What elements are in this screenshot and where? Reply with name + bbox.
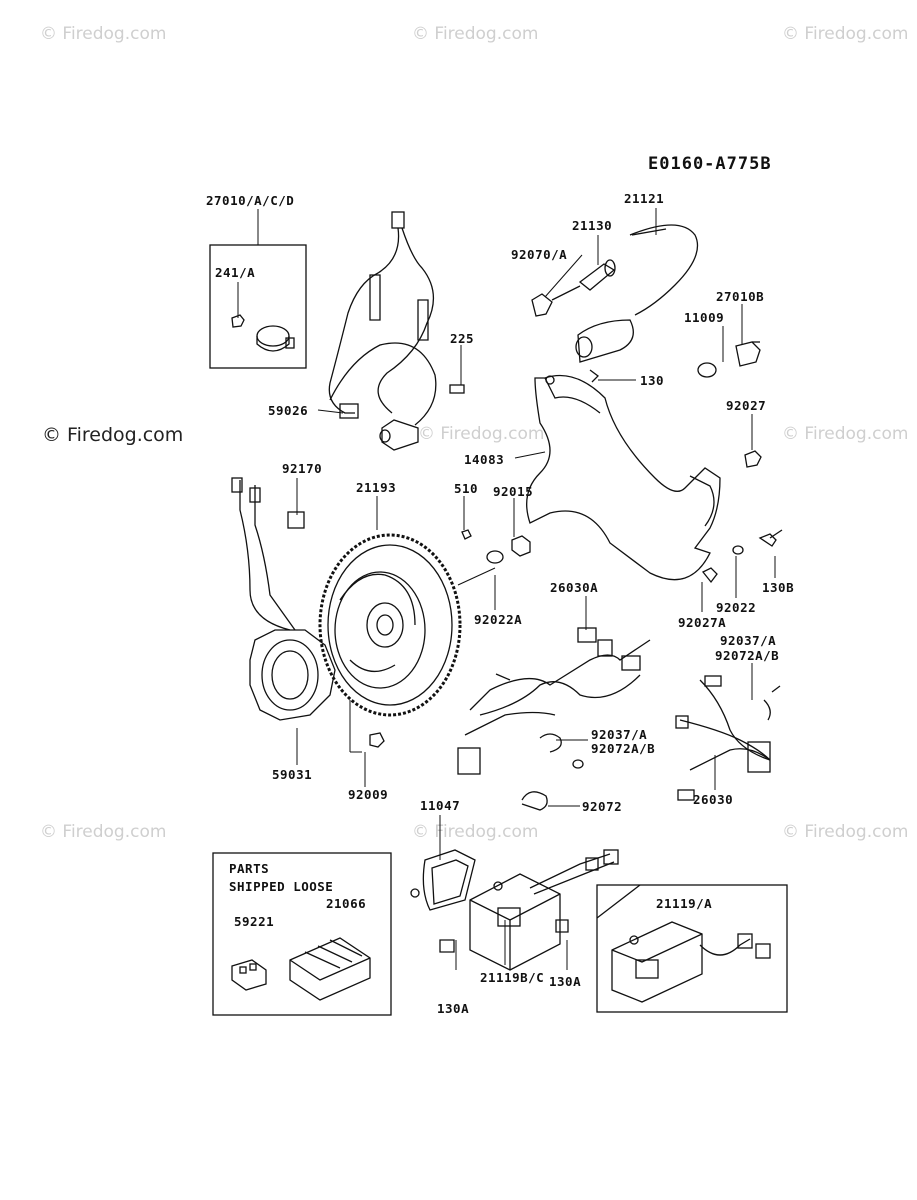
watermark-main: © Firedog.com [42, 424, 184, 446]
switch-part [231, 314, 295, 352]
label-21066: 21066 [326, 896, 367, 911]
label-130a-left: 130A [437, 1001, 470, 1016]
parts-shipped-loose-title: PARTS SHIPPED LOOSE [229, 860, 333, 896]
label-21121: 21121 [624, 191, 665, 206]
label-92070a: 92070/A [511, 247, 568, 262]
parts-shipped-loose-line2: SHIPPED LOOSE [229, 879, 334, 894]
regulator-option [611, 921, 771, 1003]
label-92170: 92170 [282, 461, 323, 476]
label-130: 130 [640, 373, 665, 388]
label-27010acd: 27010/A/C/D [206, 193, 295, 208]
watermark: © Firedog.com [412, 822, 539, 842]
label-241a: 241/A [215, 265, 256, 280]
watermark: © Firedog.com [40, 822, 167, 842]
ignition-coil [575, 224, 699, 383]
regulator [469, 849, 619, 971]
label-11009: 11009 [684, 310, 725, 325]
label-92015: 92015 [493, 484, 534, 499]
label-130a-right: 130A [549, 974, 582, 989]
watermark: © Firedog.com [412, 24, 539, 44]
label-92037a-mid: 92037/A [591, 727, 648, 742]
harness-26030 [675, 675, 781, 801]
bracket [410, 849, 569, 953]
label-27010b: 27010B [716, 289, 765, 304]
label-92072: 92072 [582, 799, 623, 814]
cooling-shroud [526, 374, 762, 584]
loose-parts [231, 937, 371, 1001]
label-92027: 92027 [726, 398, 767, 413]
label-510: 510 [454, 481, 479, 496]
label-21119a: 21119/A [656, 896, 713, 911]
watermark: © Firedog.com [782, 424, 909, 444]
label-59031: 59031 [272, 767, 313, 782]
label-92072ab-mid: 92072A/B [591, 741, 656, 756]
harness-26030a [457, 627, 651, 775]
diagram-code: E0160-A775B [648, 154, 772, 174]
watermark: © Firedog.com [40, 24, 167, 44]
label-26030a: 26030A [550, 580, 599, 595]
label-92037a-top: 92037/A [720, 633, 777, 648]
label-21119bc: 21119B/C [480, 970, 545, 985]
label-92009: 92009 [348, 787, 389, 802]
label-92022a: 92022A [474, 612, 523, 627]
harness-27010 [328, 211, 465, 451]
watermark: © Firedog.com [418, 424, 545, 444]
label-59026: 59026 [268, 403, 309, 418]
label-21130: 21130 [572, 218, 613, 233]
flywheel [318, 533, 462, 717]
watermark: © Firedog.com [782, 24, 909, 44]
label-225: 225 [450, 331, 475, 346]
label-21193: 21193 [356, 480, 397, 495]
label-11047: 11047 [420, 798, 461, 813]
leader-lines [237, 208, 776, 970]
watermark: © Firedog.com [782, 822, 909, 842]
label-59221: 59221 [234, 914, 275, 929]
switch-27010b [697, 341, 761, 378]
clamp [521, 791, 548, 811]
label-130b: 130B [762, 580, 795, 595]
label-26030: 26030 [693, 792, 734, 807]
label-92027a: 92027A [678, 615, 727, 630]
spark-plug-cap [531, 259, 616, 317]
regulator-option-frame [596, 884, 788, 1013]
parts-shipped-loose-line1: PARTS [229, 861, 270, 876]
label-92022: 92022 [716, 600, 757, 615]
stator [231, 477, 385, 748]
label-14083: 14083 [464, 452, 505, 467]
label-92072ab-top: 92072A/B [715, 648, 780, 663]
switch-box-frame [209, 244, 307, 369]
parts-shipped-loose-frame [212, 852, 392, 1016]
small-hardware [461, 529, 783, 564]
